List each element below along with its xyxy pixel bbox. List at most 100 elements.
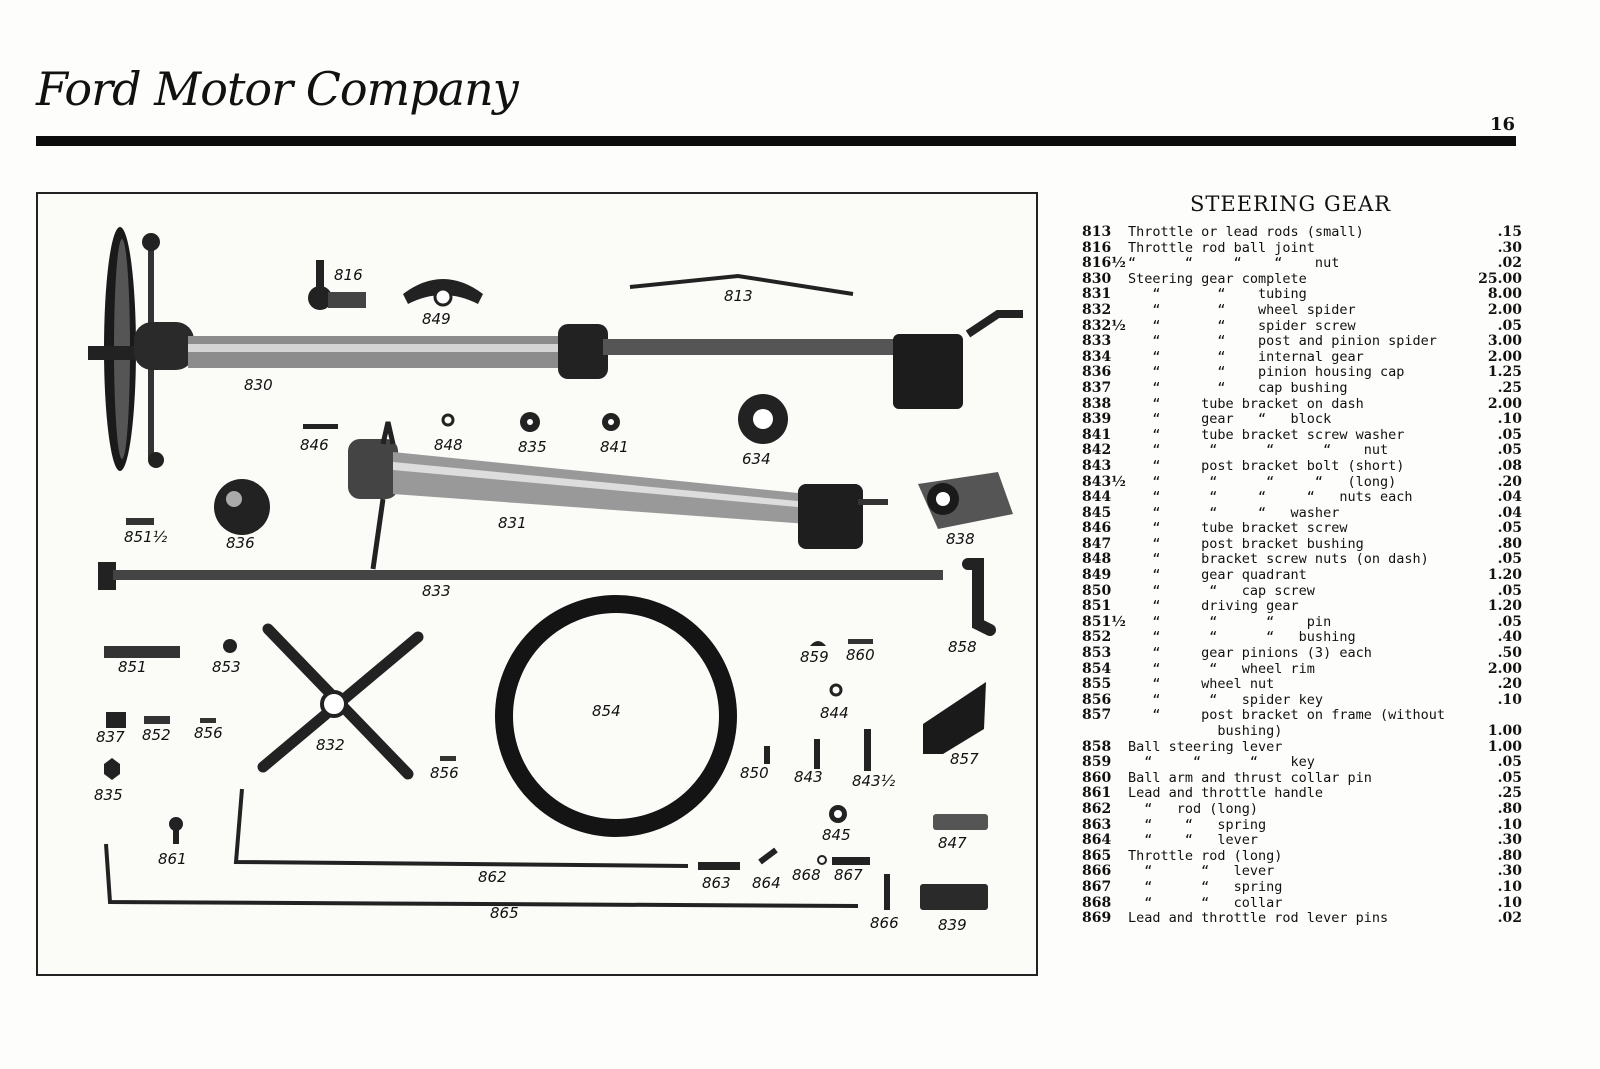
part-number: 832	[1082, 301, 1112, 318]
spider-key-856b	[440, 756, 456, 761]
part-description: “ tube bracket screw washer	[1128, 426, 1405, 443]
part-row: 852 “ “ “ bushing.40	[1082, 630, 1522, 646]
callout-label: 857	[950, 750, 979, 768]
part-price: .04	[1497, 489, 1522, 506]
throttle-handle-861	[169, 817, 183, 831]
part-price: .30	[1497, 832, 1522, 849]
part-description: “ tube bracket on dash	[1128, 395, 1364, 412]
part-description: “ rod (long)	[1128, 800, 1259, 817]
callout-label: 850	[740, 764, 769, 782]
screw-846	[303, 424, 338, 429]
callout-label: 858	[948, 638, 977, 656]
part-number: 847	[1082, 535, 1112, 552]
part-price: .10	[1497, 691, 1522, 708]
part-row: 843 “ post bracket bolt (short).08	[1082, 457, 1522, 475]
part-number: 866	[1082, 863, 1112, 880]
part-description: “ “ “ “ nuts each	[1128, 489, 1413, 506]
part-description: “ driving gear	[1128, 598, 1299, 615]
part-price: .50	[1497, 645, 1522, 662]
part-number: 855	[1082, 676, 1112, 693]
callout-label: 832	[316, 736, 345, 754]
part-price: .05	[1497, 613, 1522, 630]
part-row: 867 “ “ spring.10	[1082, 878, 1522, 896]
part-number: 851	[1082, 598, 1112, 615]
gear-pinion-853	[223, 639, 237, 653]
housing-cap-836	[214, 479, 270, 535]
callout-label: 848	[434, 436, 463, 454]
steering-gear-drawing	[88, 227, 1023, 910]
part-description: “ wheel nut	[1128, 676, 1275, 693]
part-price: 3.00	[1487, 333, 1522, 350]
part-row: 832½ “ “ spider screw.05	[1082, 318, 1522, 335]
part-row: 841 “ tube bracket screw washer.05	[1082, 426, 1522, 444]
part-price: 2.00	[1487, 348, 1522, 365]
callout-label: 867	[834, 866, 863, 884]
part-price: .10	[1497, 878, 1522, 895]
part-number: 845	[1082, 504, 1112, 521]
part-row: 864 “ “ lever.30	[1082, 833, 1522, 849]
part-description: “ post bracket bushing	[1128, 535, 1364, 552]
part-row: 856 “ “ spider key.10	[1082, 691, 1522, 709]
part-row: 868 “ “ collar.10	[1082, 894, 1522, 912]
driving-gear-851	[104, 646, 180, 658]
part-number: 867	[1082, 878, 1112, 895]
part-row: 857 “ post bracket on frame (without	[1082, 708, 1522, 724]
part-row: bushing)1.00	[1082, 723, 1522, 740]
part-price: 1.25	[1487, 364, 1522, 381]
ford-motor-company-logo: Ford Motor Company	[36, 62, 519, 116]
steering-tubing-831	[348, 421, 888, 570]
nut-848	[441, 413, 455, 427]
part-price: .25	[1497, 379, 1522, 396]
part-number: 841	[1082, 426, 1112, 443]
part-number: 862	[1082, 800, 1112, 817]
callout-label: 861	[158, 850, 187, 868]
part-description: Ball steering lever	[1128, 738, 1283, 755]
part-row: 837 “ “ cap bushing.25	[1082, 379, 1522, 397]
part-price: .05	[1497, 442, 1522, 459]
part-price: 1.00	[1487, 738, 1522, 755]
part-description: “ “ wheel rim	[1128, 660, 1315, 677]
bolt-843-half	[864, 729, 871, 771]
part-description: bushing)	[1128, 723, 1283, 739]
post-and-pinion-spider-833	[98, 562, 943, 590]
lever-key-859	[810, 641, 826, 646]
ball-steering-lever-858	[962, 558, 996, 636]
callout-label: 634	[742, 450, 771, 468]
part-description: “ “ spider key	[1128, 691, 1324, 708]
part-description: “ “ “ “ nut	[1128, 442, 1389, 459]
callout-label: 833	[422, 582, 451, 600]
part-row: 847 “ post bracket bushing.80	[1082, 535, 1522, 553]
part-number: 831	[1082, 286, 1112, 303]
cap-screw-850	[764, 746, 770, 764]
part-price: .05	[1497, 754, 1522, 771]
callout-label: 856	[430, 764, 459, 782]
part-number: 843	[1082, 457, 1112, 474]
part-price: .40	[1497, 629, 1522, 646]
part-price: .02	[1497, 910, 1522, 927]
part-description: Lead and throttle handle	[1128, 785, 1324, 802]
pin-851-half	[126, 518, 154, 525]
part-description: “ bracket screw nuts (on dash)	[1128, 551, 1429, 568]
part-price: 2.00	[1487, 301, 1522, 318]
part-description: “ gear pinions (3) each	[1128, 645, 1372, 662]
part-description: “ “ “ “ (long)	[1128, 473, 1397, 490]
rod-spring-863	[698, 862, 740, 870]
lead-rod-862	[233, 788, 689, 868]
callout-label: 835	[94, 786, 123, 804]
part-row: 850 “ “ cap screw.05	[1082, 582, 1522, 600]
part-price: .10	[1497, 894, 1522, 911]
callout-label: 851	[118, 658, 147, 676]
part-row: 845 “ “ “ washer.04	[1082, 504, 1522, 522]
part-number: 850	[1082, 582, 1112, 599]
part-description: “ “ internal gear	[1128, 348, 1364, 365]
rod-lever-864	[758, 847, 778, 865]
thrust-pin-860	[848, 639, 873, 644]
